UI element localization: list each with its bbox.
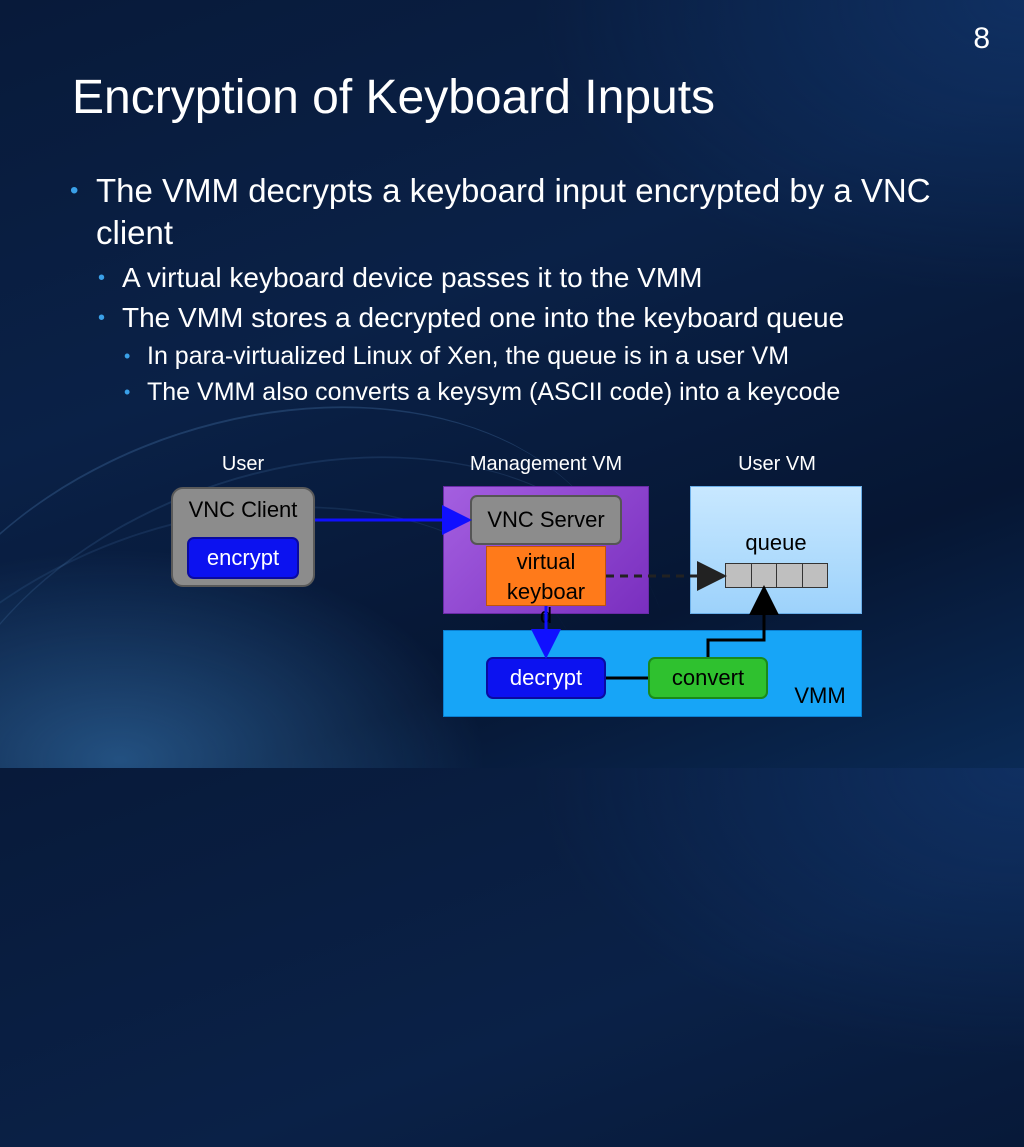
decrypt-box: decrypt bbox=[486, 657, 606, 699]
bullet-dot-icon: • bbox=[70, 177, 79, 204]
slide-number: 8 bbox=[973, 22, 990, 55]
bullet-level3: • In para-virtualized Linux of Xen, the … bbox=[70, 338, 970, 374]
virtual-keyboard-box: virtual keyboar d bbox=[486, 546, 606, 627]
virtual-keyboard-label-line3: d bbox=[539, 603, 553, 628]
bullet-dot-icon: • bbox=[98, 267, 106, 289]
virtual-keyboard-label-line1: virtual bbox=[516, 549, 576, 574]
label-user: User bbox=[221, 453, 265, 475]
bullet-text: The VMM also converts a keysym (ASCII co… bbox=[147, 378, 841, 406]
encrypt-box: encrypt bbox=[187, 537, 299, 579]
bullet-dot-icon: • bbox=[124, 382, 131, 402]
queue-label: queue bbox=[745, 530, 807, 555]
bullet-level2: • A virtual keyboard device passes it to… bbox=[70, 258, 970, 298]
bullet-text: A virtual keyboard device passes it to t… bbox=[122, 262, 703, 293]
bullet-list: • The VMM decrypts a keyboard input encr… bbox=[70, 170, 970, 410]
bullet-dot-icon: • bbox=[124, 346, 131, 366]
label-user-vm: User VM bbox=[738, 453, 816, 475]
queue-cell bbox=[777, 564, 803, 587]
bullet-dot-icon: • bbox=[98, 307, 106, 329]
decrypt-label: decrypt bbox=[509, 665, 583, 690]
queue-cell bbox=[726, 564, 752, 587]
vnc-client-label: VNC Client bbox=[188, 497, 298, 522]
bullet-level3: • The VMM also converts a keysym (ASCII … bbox=[70, 374, 970, 410]
convert-label: convert bbox=[671, 665, 745, 690]
encrypt-label: encrypt bbox=[206, 545, 280, 570]
convert-box: convert bbox=[648, 657, 768, 699]
bullet-text: In para-virtualized Linux of Xen, the qu… bbox=[147, 342, 790, 370]
bullet-text: The VMM stores a decrypted one into the … bbox=[122, 302, 845, 333]
queue-cell bbox=[803, 564, 828, 587]
label-management-vm: Management VM bbox=[469, 453, 623, 475]
bullet-text: The VMM decrypts a keyboard input encryp… bbox=[96, 172, 931, 251]
vnc-server-box: VNC Server bbox=[470, 495, 622, 545]
vnc-server-label: VNC Server bbox=[487, 507, 605, 532]
virtual-keyboard-label-line2: keyboar bbox=[506, 579, 586, 604]
slide-title: Encryption of Keyboard Inputs bbox=[72, 71, 716, 124]
bullet-level1: • The VMM decrypts a keyboard input encr… bbox=[70, 170, 970, 254]
vmm-label: VMM bbox=[794, 683, 846, 708]
bullet-level2: • The VMM stores a decrypted one into th… bbox=[70, 298, 970, 338]
queue-cell bbox=[752, 564, 777, 587]
keyboard-queue bbox=[725, 563, 828, 588]
